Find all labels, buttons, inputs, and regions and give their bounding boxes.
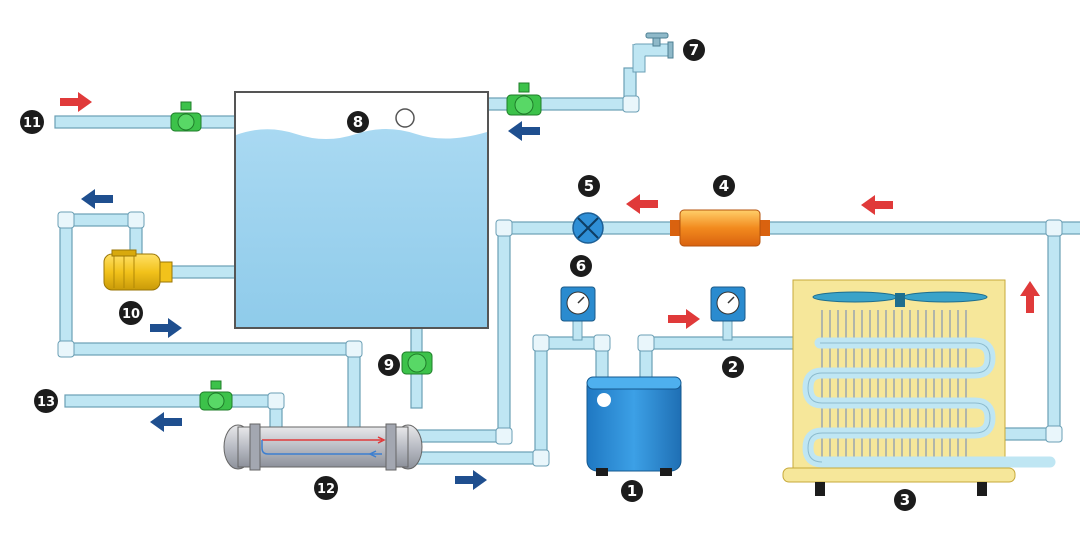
arrow-left-red-icon [861,195,893,215]
badge-5: 5 [578,175,600,197]
float-ball [395,108,415,128]
flow-arrows [60,92,1040,490]
arrow-left-red-icon [626,194,658,214]
badge-10: 10 [119,301,143,325]
badge-11: 11 [20,110,44,134]
svg-text:9: 9 [384,356,394,374]
pump-motor [103,249,173,291]
badge-9: 9 [378,354,400,376]
arrow-up-red-icon [1020,281,1040,313]
svg-text:6: 6 [576,257,586,275]
svg-text:4: 4 [719,177,729,195]
water-tap [632,32,674,73]
valve-drain[interactable] [401,351,433,375]
shell-tube-heat-exchanger [223,423,423,471]
svg-text:10: 10 [122,307,140,322]
arrow-right-red-icon [60,92,92,112]
valve-outlet[interactable] [199,380,233,411]
badge-8: 8 [347,111,369,133]
air-cooled-condenser [782,279,1056,496]
svg-text:2: 2 [728,358,738,376]
svg-text:12: 12 [317,482,335,497]
badge-1: 1 [621,480,643,502]
arrow-right-red-icon [668,309,700,329]
filter-drier [670,209,770,247]
svg-text:7: 7 [689,41,699,59]
expansion-valve [572,212,604,244]
svg-text:1: 1 [627,482,637,500]
svg-text:3: 3 [900,491,910,509]
svg-text:11: 11 [23,116,41,131]
condenser-fan-icon [812,291,988,307]
badge-3: 3 [894,489,916,511]
svg-text:13: 13 [37,395,55,410]
svg-text:8: 8 [353,113,363,131]
arrow-right-blue-icon [455,470,487,490]
valve-tap-line[interactable] [506,82,542,116]
badge-4: 4 [713,175,735,197]
badge-2: 2 [722,356,744,378]
valve-inlet[interactable] [170,101,202,132]
compressor [586,376,682,476]
arrow-right-blue-icon [150,318,182,338]
badge-13: 13 [34,389,58,413]
number-badges: 1 2 3 4 5 6 7 8 9 10 11 12 13 [20,39,916,511]
pressure-gauge-high [710,286,746,341]
condenser-fins [821,310,967,465]
arrow-left-blue-icon [81,189,113,209]
badge-6: 6 [570,255,592,277]
arrow-left-blue-icon [150,412,182,432]
pressure-gauge-low [560,286,596,341]
badge-7: 7 [683,39,705,61]
pipe-elbows [57,95,1063,467]
svg-text:5: 5 [584,177,594,195]
arrow-left-blue-icon [508,121,540,141]
badge-12: 12 [314,476,338,500]
